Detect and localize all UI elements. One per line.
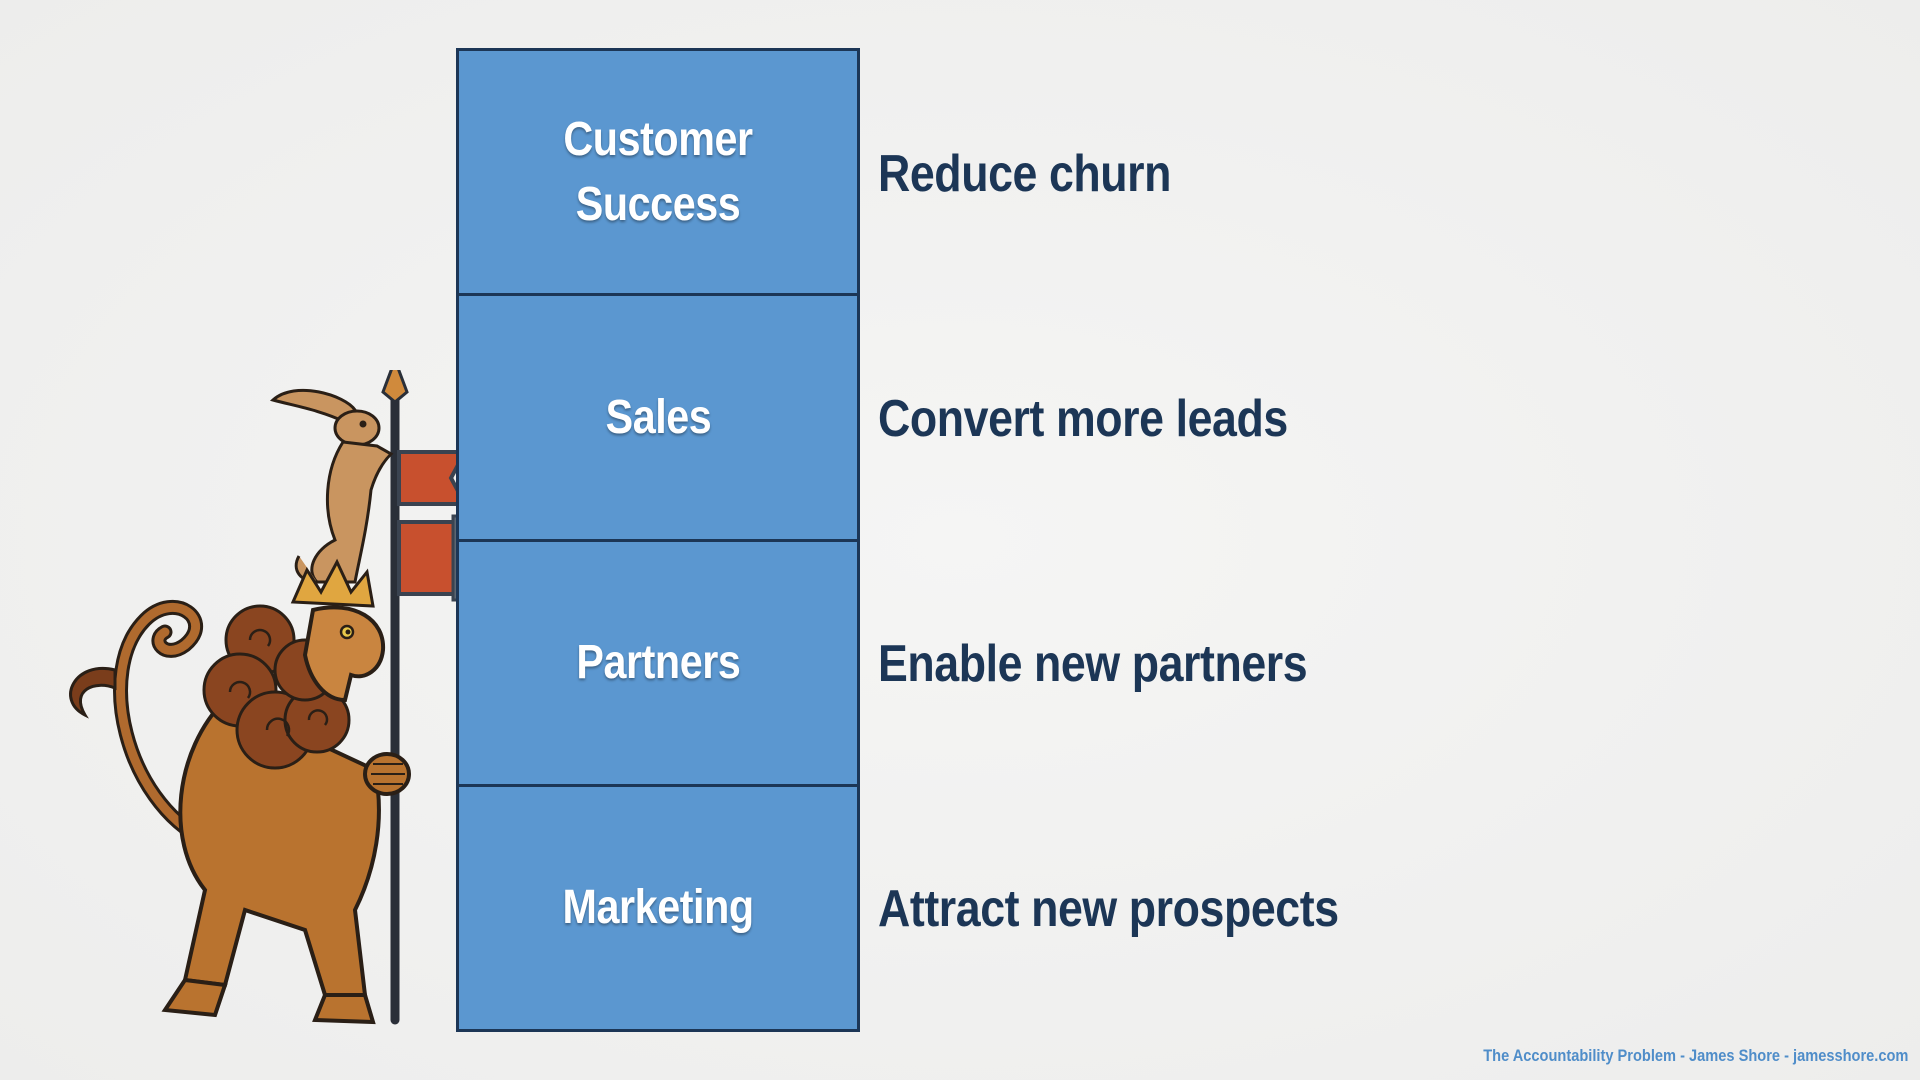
team-stack: Customer Success Sales Partners Marketin… [456,48,860,1032]
block-label: Sales [605,390,711,444]
block-partners: Partners [459,541,857,787]
goal-enable-new-partners: Enable new partners [878,635,1308,693]
block-sales: Sales [459,296,857,542]
block-label: Customer Success [563,112,753,232]
heraldic-lion-and-hare-with-banner-icon [69,370,469,1025]
block-label: Partners [575,635,741,689]
footer-credit: The Accountability Problem - James Shore… [1482,1046,1908,1065]
block-marketing: Marketing [459,786,857,1029]
goal-convert-more-leads: Convert more leads [878,390,1288,448]
block-label: Marketing [562,881,754,935]
goal-attract-new-prospects: Attract new prospects [878,880,1339,938]
goal-reduce-churn: Reduce churn [878,145,1172,203]
block-customer-success: Customer Success [459,51,857,297]
